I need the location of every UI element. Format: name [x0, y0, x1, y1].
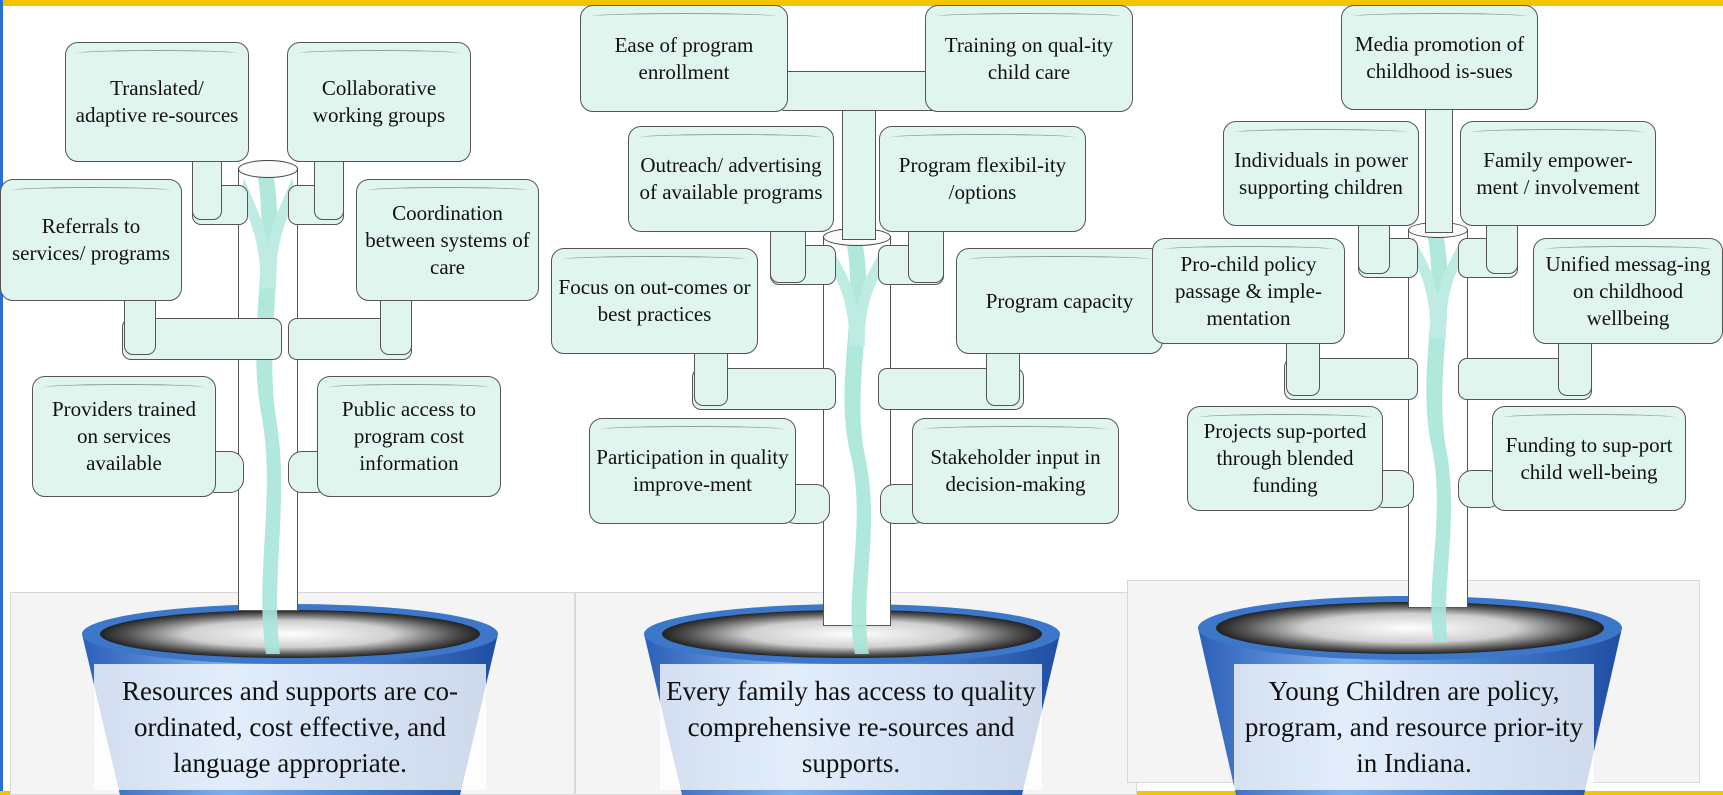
leaf-stakeholder-input: Stakeholder input in decision-making: [912, 418, 1119, 524]
water-flow-3: [1410, 238, 1466, 642]
connector-2c-v: [694, 344, 728, 406]
pot-label-3: Young Children are policy, program, and …: [1234, 664, 1594, 790]
leaf-translated-resources: Translated/ adaptive re-sources: [65, 42, 249, 162]
leaf-focus-outcomes: Focus on out-comes or best practices: [551, 248, 758, 354]
water-flow-1: [240, 178, 296, 654]
connector-2d-v: [986, 344, 1020, 406]
connector-2top: [776, 71, 942, 111]
leaf-coordination-systems: Coordination between systems of care: [356, 179, 539, 301]
connector-2b-v: [908, 225, 944, 283]
stem-cap-1: [238, 160, 298, 178]
stem-pipe-2-top: [842, 100, 876, 240]
leaf-participation-quality: Participation in quality improve-ment: [589, 418, 796, 524]
leaf-funding-child-wellbeing: Funding to sup-port child well-being: [1492, 406, 1686, 511]
water-flow-2: [825, 246, 889, 654]
leaf-family-empowerment: Family empower-ment / involvement: [1460, 121, 1656, 226]
leaf-collaborative-working-groups: Collaborative working groups: [287, 42, 471, 162]
top-accent-bar: [0, 0, 1723, 6]
pot-label-2: Every family has access to quality compr…: [660, 664, 1042, 790]
leaf-individuals-power: Individuals in power supporting children: [1223, 121, 1419, 226]
leaf-unified-messaging: Unified messag-ing on childhood wellbein…: [1533, 238, 1723, 344]
leaf-pro-child-policy: Pro-child policy passage & imple-mentati…: [1152, 238, 1345, 344]
leaf-blended-funding: Projects sup-ported through blended fund…: [1187, 406, 1383, 511]
leaf-media-promotion: Media promotion of childhood is-sues: [1341, 5, 1538, 110]
leaf-referrals: Referrals to services/ programs: [0, 179, 182, 301]
connector-3d-v: [1558, 334, 1592, 396]
leaf-public-access: Public access to program cost informatio…: [317, 376, 501, 497]
stem-pipe-3-top: [1425, 98, 1453, 233]
leaf-program-flexibility: Program flexibil-ity /options: [879, 126, 1086, 232]
leaf-outreach: Outreach/ advertising of available progr…: [628, 126, 834, 232]
leaf-ease-enrollment: Ease of program enrollment: [580, 5, 788, 112]
leaf-training-quality-care: Training on qual-ity child care: [925, 5, 1133, 112]
leaf-program-capacity: Program capacity: [956, 248, 1163, 354]
left-accent-bar: [0, 0, 3, 795]
pot-label-1: Resources and supports are co-ordinated,…: [94, 664, 486, 790]
connector-2a-v: [770, 225, 806, 283]
leaf-providers-trained: Providers trained on services available: [32, 376, 216, 497]
connector-3c-v: [1286, 334, 1320, 396]
